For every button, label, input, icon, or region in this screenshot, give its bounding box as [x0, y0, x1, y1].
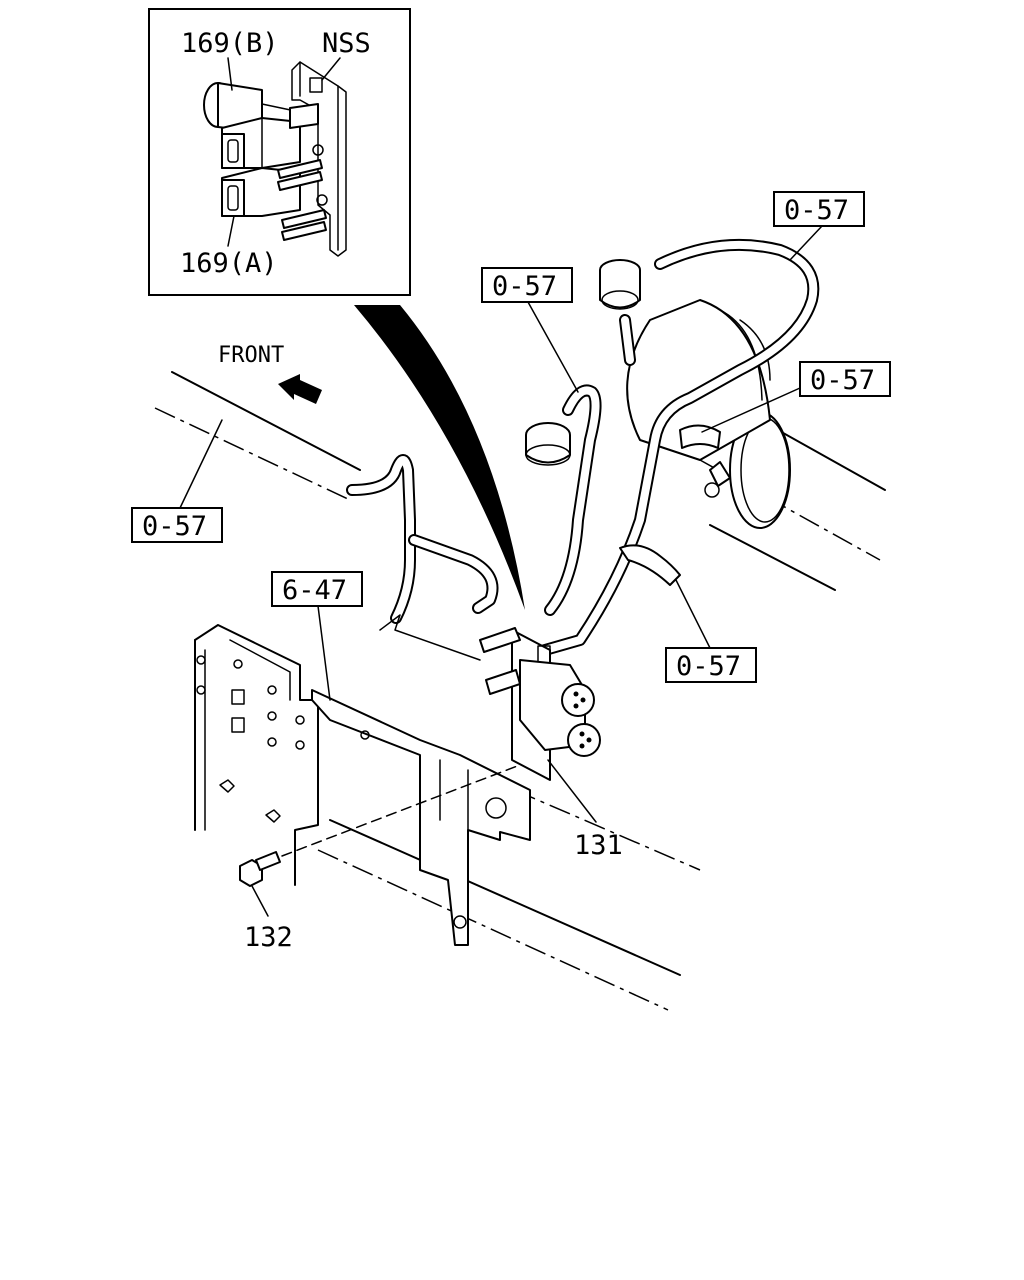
- callout-132: 132: [244, 885, 293, 953]
- label-057-clip: 0-57: [676, 651, 741, 682]
- callout-057-left: 0-57: [131, 419, 223, 543]
- bolt-132: [239, 764, 521, 887]
- label-132: 132: [244, 922, 293, 953]
- callout-647: 6-47: [271, 571, 363, 701]
- callout-057-right: 0-57: [701, 361, 891, 433]
- callout-131: 131: [547, 759, 623, 861]
- callout-057-clip: 0-57: [665, 579, 757, 683]
- brake-chambers: [525, 259, 641, 466]
- label-131: 131: [574, 830, 623, 861]
- label-front: FRONT: [218, 343, 284, 368]
- air-tank: [626, 299, 886, 591]
- callout-057-middle: 0-57: [481, 267, 579, 393]
- clamps: [619, 424, 731, 586]
- front-indicator: FRONT: [218, 343, 322, 404]
- label-nss: NSS: [322, 28, 371, 59]
- air-pipes: [346, 238, 820, 661]
- cross-member-bracket: [194, 624, 531, 946]
- detail-pointer-wedge: [354, 305, 525, 610]
- label-169a: 169(A): [180, 248, 278, 279]
- front-arrow-icon: [278, 374, 322, 404]
- label-647: 6-47: [282, 575, 347, 606]
- frame-rail: [154, 371, 701, 1011]
- label-057-middle: 0-57: [492, 271, 557, 302]
- label-057-top: 0-57: [784, 195, 849, 226]
- label-169b: 169(B): [181, 28, 279, 59]
- label-057-left: 0-57: [142, 511, 207, 542]
- callout-057-top: 0-57: [773, 191, 865, 261]
- valve-assembly-131: [479, 627, 601, 781]
- label-057-right: 0-57: [810, 365, 875, 396]
- inset-detail: 169(B) NSS 169(A): [148, 8, 411, 296]
